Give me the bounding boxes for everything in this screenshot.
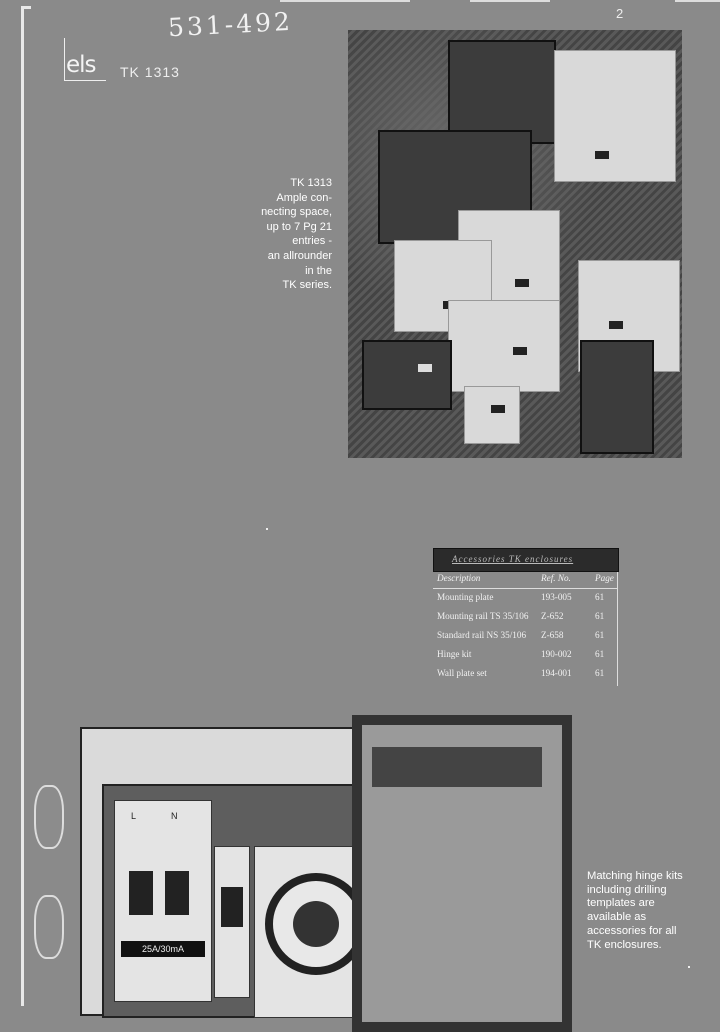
cable-knockout [34, 785, 64, 849]
table-row: Wall plate set 194-001 61 [433, 664, 617, 683]
row-page: 61 [595, 630, 605, 640]
enclosure-base: L N 25A/30mA [80, 727, 384, 1018]
caption-line: TK 1313 [290, 177, 332, 189]
row-description: Mounting rail TS 35/106 [437, 611, 529, 621]
model-code: TK 1313 [120, 64, 180, 80]
corner-tick [21, 6, 31, 9]
caption-line: available as [587, 911, 647, 924]
row-ref: 190-002 [541, 649, 572, 659]
row-ref: 193-005 [541, 592, 572, 602]
row-ref: Z-658 [541, 630, 564, 640]
enclosure-interior: L N 25A/30mA [102, 784, 367, 1018]
top-edge-rule [675, 0, 720, 2]
enclosure-light [448, 300, 560, 392]
enclosure-lid-open [352, 715, 572, 1032]
top-edge-rule [280, 0, 410, 2]
enclosure-light-small [464, 386, 520, 444]
row-description: Standard rail NS 35/106 [437, 630, 527, 640]
handwritten-code: 531-492 [167, 6, 294, 43]
label-n: N [171, 811, 178, 821]
rcd-breaker: L N 25A/30mA [114, 800, 212, 1002]
lid-hinge-strip [372, 747, 542, 787]
accessories-table: Accessories TK enclosures Description Re… [433, 548, 619, 686]
caption-bottom: Matching hinge kits including drilling t… [587, 870, 707, 952]
timer-switch [254, 846, 367, 1018]
caption-line: in the [305, 264, 332, 277]
caption-line: Ample con- [276, 191, 332, 204]
row-ref: 194-001 [541, 668, 572, 678]
speck [266, 528, 268, 530]
brand-logo: els [66, 52, 97, 78]
breaker-toggle [129, 871, 153, 915]
column-header: Ref. No. [541, 573, 571, 583]
corner-mark: 2 [616, 6, 624, 21]
table-title-bar: Accessories TK enclosures [433, 548, 619, 572]
rating-label: 25A/30mA [121, 941, 205, 957]
row-page: 61 [595, 611, 605, 621]
row-ref: Z-652 [541, 611, 564, 621]
mcb-breaker [214, 846, 250, 998]
caption-line: entries - [292, 235, 332, 248]
enclosure-light [554, 50, 676, 182]
caption-line: Matching hinge kits [587, 870, 683, 882]
label-l: L [131, 811, 137, 821]
table-row: Mounting plate 193-005 61 [433, 588, 617, 607]
row-page: 61 [595, 668, 605, 678]
column-header: Description [437, 573, 481, 583]
table-row: Hinge kit 190-002 61 [433, 645, 617, 664]
enclosures-product-photo [348, 30, 682, 458]
logo-frame [64, 80, 106, 81]
logo-frame [64, 38, 65, 80]
caption-line: TK series. [282, 279, 332, 292]
breaker-toggle [165, 871, 189, 915]
enclosure-dark-small [362, 340, 452, 410]
left-margin-rule [21, 6, 24, 1006]
breaker-toggle [221, 887, 243, 927]
caption-line: accessories for all [587, 924, 677, 937]
table-row: Mounting rail TS 35/106 Z-652 61 [433, 607, 617, 626]
row-page: 61 [595, 592, 605, 602]
enclosure-dark-open [378, 130, 532, 244]
caption-line: necting space, [261, 206, 332, 219]
row-description: Mounting plate [437, 592, 494, 602]
top-edge-rule [470, 0, 550, 2]
enclosure-dark-tall [580, 340, 654, 454]
caption-line: TK enclosures. [587, 938, 662, 951]
row-description: Hinge kit [437, 649, 472, 659]
table-title: Accessories TK enclosures [452, 554, 574, 564]
table-header-row: Description Ref. No. Page [433, 570, 617, 589]
row-page: 61 [595, 649, 605, 659]
speck [688, 966, 690, 968]
hinged-enclosure-photo: L N 25A/30mA [30, 705, 572, 1032]
caption-line: up to 7 Pg 21 [266, 220, 332, 233]
column-header: Page [595, 573, 614, 583]
cable-knockout [34, 895, 64, 959]
caption-top: TK 1313 Ample con- necting space, up to … [232, 176, 332, 293]
caption-line: templates are [587, 897, 655, 910]
caption-line: including drilling [587, 883, 667, 896]
table-row: Standard rail NS 35/106 Z-658 61 [433, 626, 617, 645]
row-description: Wall plate set [437, 668, 487, 678]
enclosure-dark-large [448, 40, 556, 144]
caption-line: an allrounder [267, 249, 332, 262]
